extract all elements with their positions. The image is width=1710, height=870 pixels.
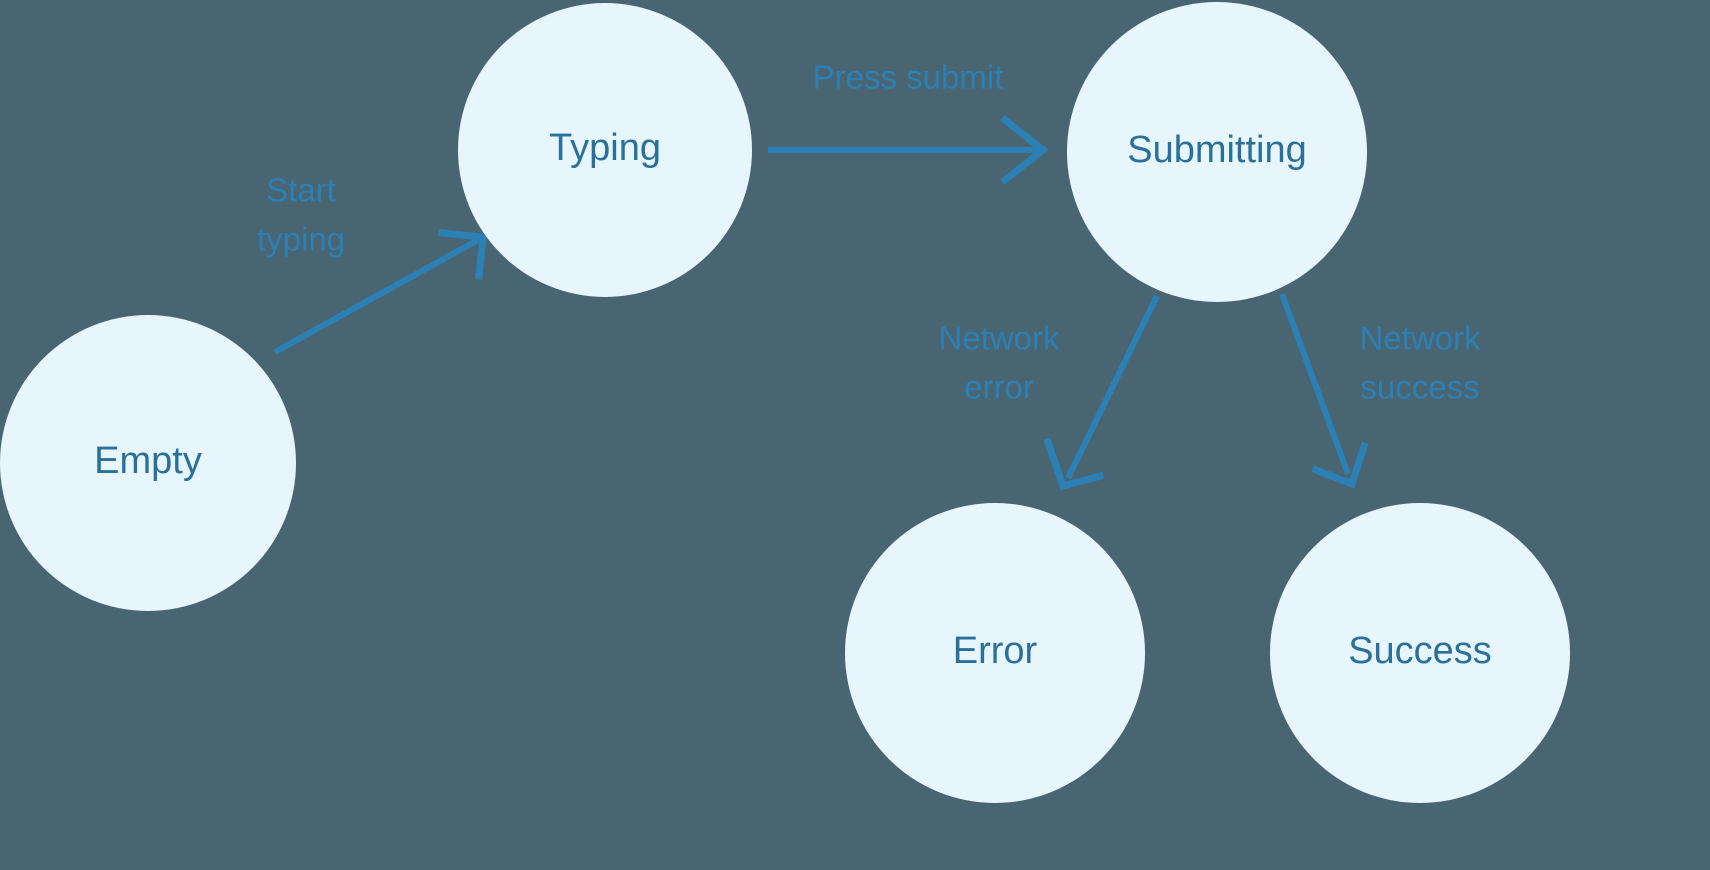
node-submitting[interactable]: Submitting [1067, 2, 1367, 302]
edge-submitting-to-success-arrowhead [1311, 441, 1369, 489]
node-submitting-circle [1067, 2, 1367, 302]
node-typing-label: Typing [549, 127, 661, 169]
edge-label-network-success-line-2: success [1360, 369, 1479, 406]
node-success-circle [1270, 503, 1570, 803]
node-typing[interactable]: Typing [458, 3, 752, 297]
edge-submitting-to-error[interactable] [1043, 294, 1160, 491]
edge-label-network-success: Network success [1359, 320, 1481, 406]
edge-empty-to-typing[interactable] [273, 229, 487, 355]
node-error-label: Error [953, 630, 1038, 672]
edge-label-start-typing: Start typing [257, 172, 345, 258]
edge-label-press-submit: Press submit [813, 59, 1004, 96]
edge-label-network-success-line-1: Network [1359, 320, 1481, 357]
edge-typing-to-submitting-arrowhead [1000, 115, 1049, 185]
edge-label-network-error-line-2: error [964, 369, 1034, 406]
node-empty-circle [0, 315, 296, 611]
edge-label-start-typing-line-2: typing [257, 221, 345, 258]
edge-submitting-to-error-line [1065, 294, 1160, 480]
edge-submitting-to-error-arrowhead [1043, 437, 1105, 491]
edge-submitting-to-success[interactable] [1279, 292, 1369, 489]
node-success-label: Success [1348, 630, 1492, 672]
edge-label-press-submit-line-1: Press submit [813, 59, 1004, 96]
node-typing-circle [458, 3, 752, 297]
edge-empty-to-typing-line [273, 237, 480, 355]
edge-empty-to-typing-arrowhead [438, 229, 487, 280]
node-success[interactable]: Success [1270, 503, 1570, 803]
edge-label-start-typing-line-1: Start [266, 172, 336, 209]
edge-submitting-to-success-line [1279, 292, 1351, 476]
node-empty[interactable]: Empty [0, 315, 296, 611]
node-error-circle [845, 503, 1145, 803]
node-submitting-label: Submitting [1127, 129, 1307, 171]
edge-typing-to-submitting[interactable] [768, 115, 1049, 185]
edge-label-network-error: Network error [938, 320, 1060, 406]
node-error[interactable]: Error [845, 503, 1145, 803]
edge-label-network-error-line-1: Network [938, 320, 1060, 357]
node-empty-label: Empty [94, 440, 202, 482]
